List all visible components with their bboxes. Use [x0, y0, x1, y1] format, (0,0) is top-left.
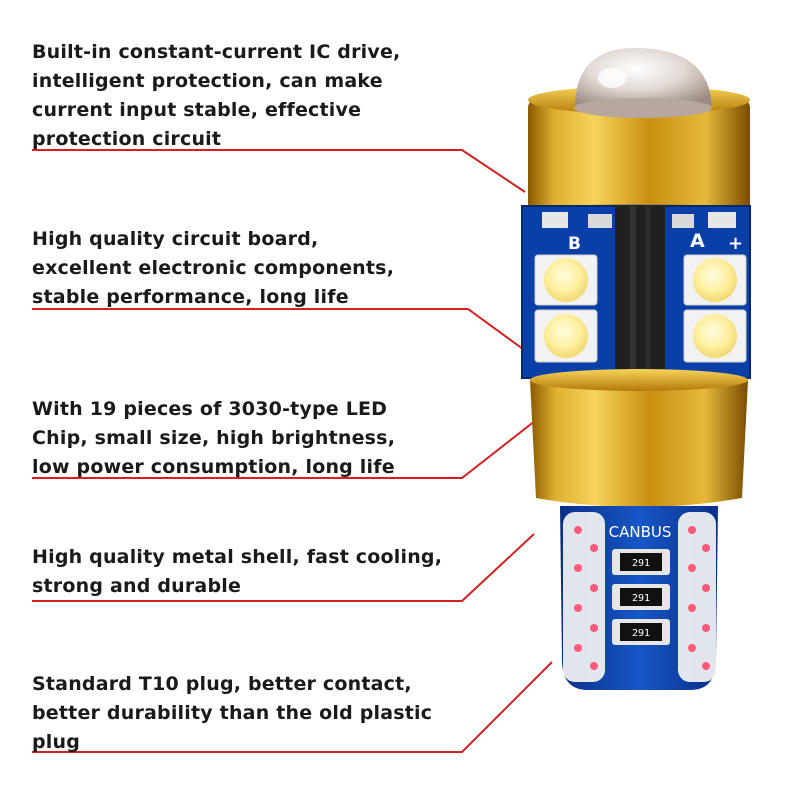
resistor-code-2: 291 — [632, 593, 650, 604]
callout-line-4 — [32, 533, 535, 602]
lens — [574, 48, 712, 118]
resistors: 291 291 291 — [612, 549, 670, 645]
feature-text-led-chip: With 19 pieces of 3030-type LED Chip, sm… — [32, 398, 396, 478]
feature-text-t10-plug: Standard T10 plug, better contact, bette… — [32, 673, 433, 753]
callout-line-1 — [32, 149, 526, 193]
feature-text-metal-shell: High quality metal shell, fast cooling, … — [32, 546, 443, 597]
canbus-label: CANBUS — [609, 523, 672, 541]
callout-line-3 — [32, 416, 541, 479]
resistor-code-3: 291 — [632, 628, 650, 639]
t10-plug: CANBUS 291 291 291 — [560, 506, 718, 690]
callout-lines — [32, 149, 553, 753]
callout-line-2 — [32, 308, 528, 353]
feature-text-circuit-board: High quality circuit board, excellent el… — [32, 228, 395, 308]
circuit-board: B A + — [521, 205, 751, 379]
pcb-label-a: A — [690, 230, 705, 252]
resistor-code-1: 291 — [632, 558, 650, 569]
led-chips — [534, 254, 747, 363]
feature-text-ic-drive: Built-in constant-current IC drive, inte… — [32, 41, 401, 150]
pcb-label-b: B — [568, 234, 581, 254]
lower-gold-sleeve — [530, 369, 748, 507]
pcb-label-plus: + — [728, 233, 743, 254]
callout-line-5 — [32, 661, 553, 753]
